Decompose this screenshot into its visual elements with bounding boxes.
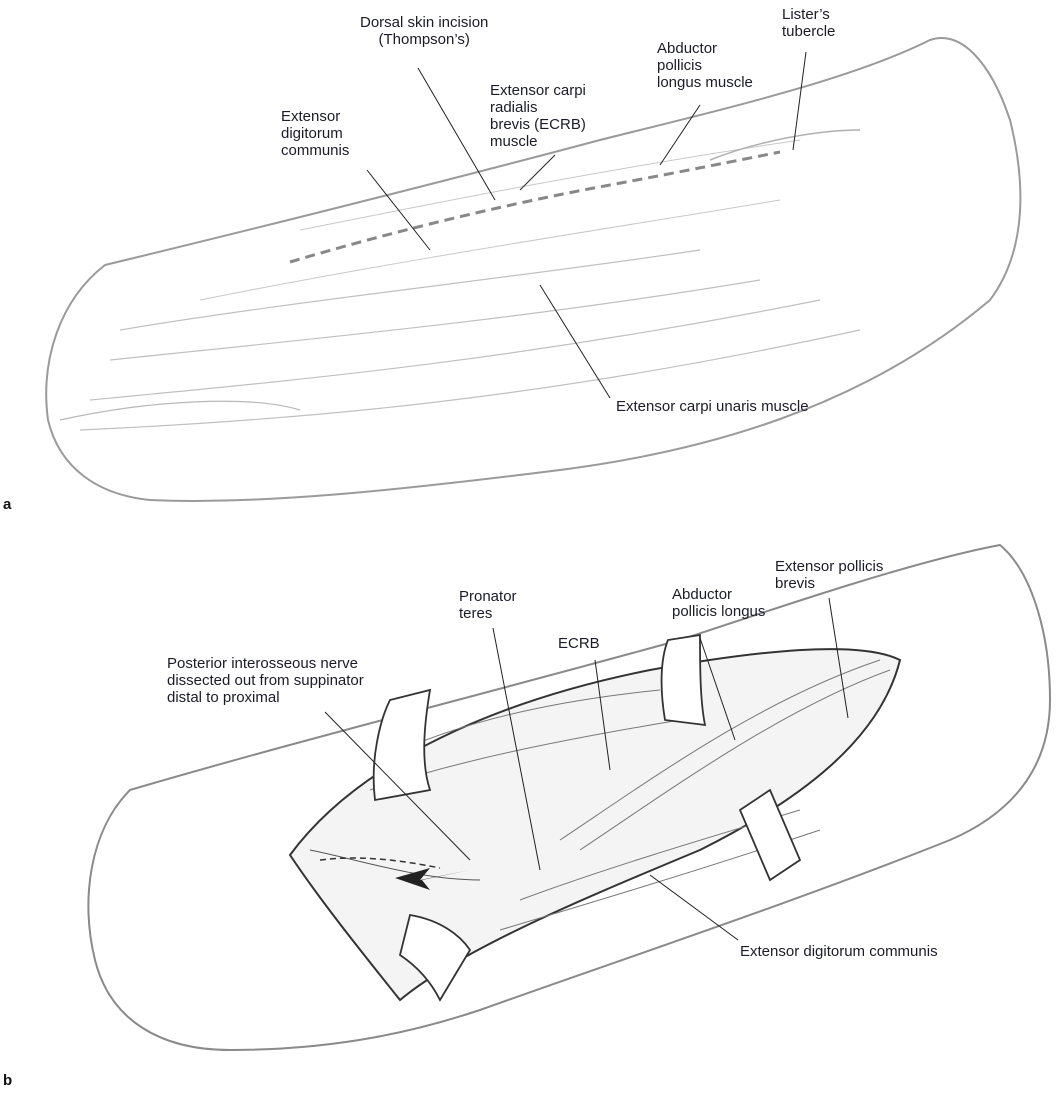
label-line: muscle [490,133,538,150]
label-listers-tubercle: Lister’s tubercle [782,6,835,40]
label-line: Dorsal skin incision [360,14,489,31]
label-line: communis [281,142,350,159]
label-extensor-carpi-unaris: Extensor carpi unaris muscle [616,398,809,415]
label-line: Extensor carpi [490,82,586,99]
label-line: brevis (ECRB) [490,116,586,133]
label-abductor-pollicis-longus-a: Abductor pollicis longus muscle [657,40,753,91]
label-line: tubercle [782,23,836,40]
label-line: ECRB [558,635,600,652]
label-pronator-teres: Pronator teres [459,588,517,622]
label-line: Extensor digitorum communis [740,943,938,960]
leader-lines-b [324,597,849,941]
label-line: (Thompson’s) [378,31,470,48]
label-line: Posterior interosseous nerve [167,655,358,672]
label-line: Extensor [281,108,341,125]
leader-lines-a [366,51,807,399]
incision-line-a [289,150,781,264]
label-line: brevis [775,575,816,592]
label-extensor-pollicis-brevis: Extensor pollicis brevis [775,558,883,592]
label-line: Lister’s [782,6,830,23]
label-line: digitorum [281,125,343,142]
surgical-window-b [288,648,902,1002]
panel-letter-b: b [3,1072,13,1089]
label-abductor-pollicis-longus-b: Abductor pollicis longus [672,586,765,620]
label-ecrb-b: ECRB [558,635,600,652]
retractors-b [372,633,802,1002]
label-line: Extensor pollicis [775,558,884,575]
label-line: pollicis [657,57,703,74]
label-line: radialis [490,99,538,116]
forearm-a-drawing [45,37,1022,502]
panel-letter-a: a [3,496,12,513]
label-dorsal-skin-incision: Dorsal skin incision (Thompson’s) [360,14,488,48]
label-line: distal to proximal [167,689,280,706]
nerve-dashed-b [319,857,441,869]
label-line: Pronator [459,588,517,605]
label-ecrb-muscle-a: Extensor carpi radialis brevis (ECRB) mu… [490,82,586,150]
label-extensor-digitorum-communis-b: Extensor digitorum communis [740,943,938,960]
label-line: pollicis longus [672,603,766,620]
arrow-b [395,868,470,890]
label-posterior-interosseous-nerve: Posterior interosseous nerve dissected o… [167,655,364,706]
label-line: teres [459,605,493,622]
label-extensor-digitorum-communis-a: Extensor digitorum communis [281,108,349,159]
label-line: Extensor carpi unaris muscle [616,398,809,415]
label-line: longus muscle [657,74,753,91]
label-line: Abductor [672,586,733,603]
label-line: Abductor [657,40,718,57]
label-line: dissected out from suppinator [167,672,364,689]
